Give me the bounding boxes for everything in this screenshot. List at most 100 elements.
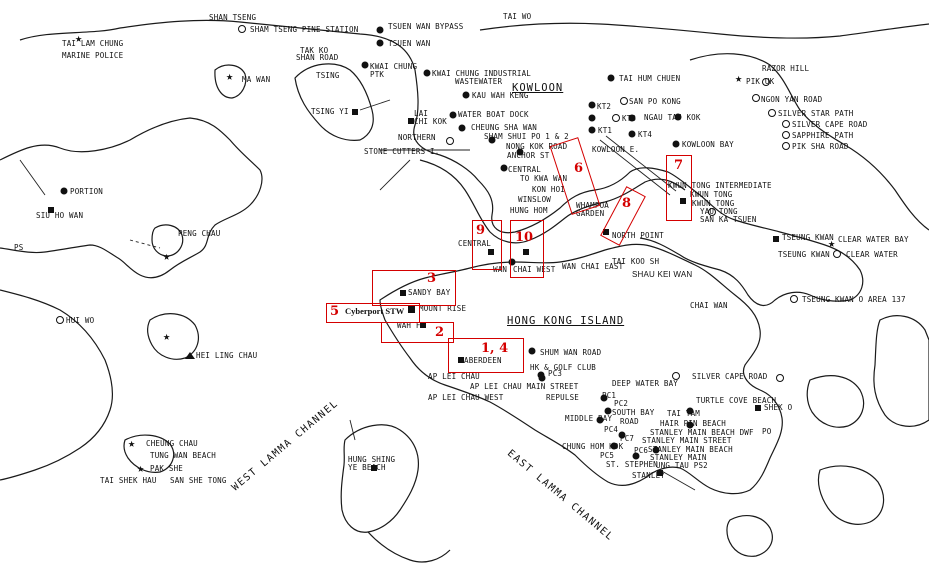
star-icon: ★: [75, 31, 82, 45]
label-kwai-chung-industrial: KWAI CHUNG INDUSTRIAL: [432, 69, 532, 78]
star-icon: ★: [163, 249, 170, 263]
label-pc4: PC4: [604, 425, 619, 434]
site-number-8: 8: [622, 196, 632, 211]
site-box-9: [472, 220, 502, 270]
svg-text:★: ★: [75, 31, 82, 45]
lamma-coastline: [340, 424, 420, 533]
label-shum-wan-road: SHUM WAN ROAD: [540, 348, 602, 357]
label-clear-water-bay: CLEAR WATER BAY: [838, 235, 909, 244]
label-pc1: PC1: [602, 391, 617, 400]
label-san-she-tong: SAN SHE TONG: [170, 476, 227, 485]
site-box-7: [666, 155, 692, 221]
star-icon: ★: [137, 461, 144, 475]
label-northern: NORTHERN: [398, 133, 436, 142]
label-chai-wan: CHAI WAN: [690, 301, 728, 310]
label-ma-tau-ps2: UNG TAU PS2: [656, 461, 708, 470]
label-pik-sha-road: PIK SHA ROAD: [792, 142, 849, 151]
label-kwun-tong2: KWUN TONG: [692, 199, 735, 208]
star-icon: ★: [163, 329, 170, 343]
label-deep-water-bay: DEEP WATER BAY: [612, 379, 679, 388]
label-ngon-yan-road: NGON YAN ROAD: [761, 95, 823, 104]
label-hung-hom: HUNG HOM: [510, 206, 548, 215]
star-icon: ★: [226, 69, 233, 83]
svg-text:★: ★: [226, 69, 233, 83]
svg-text:★: ★: [163, 329, 170, 343]
outfall-arrow-stonecutters: [379, 159, 411, 191]
label-siu-ho-wan: SIU HO WAN: [36, 211, 84, 220]
treatment-works-icon: [458, 357, 464, 363]
label-kt1: KT1: [598, 126, 613, 135]
label-central-hk: CENTRAL: [458, 239, 492, 248]
label-tai-hum-chuen: TAI HUM CHUEN: [619, 74, 681, 83]
svg-text:★: ★: [128, 436, 135, 450]
site-box-1-4: [448, 338, 524, 373]
label-tai-wo: TAI WO: [503, 12, 532, 21]
label-tai-koo-sh: TAI KOO SH: [612, 257, 660, 266]
star-icon: ★: [735, 71, 742, 85]
treatment-works-icon: [371, 465, 377, 471]
label-stanley-main-beach: STANLEY MAIN BEACH DWF: [650, 428, 754, 437]
label-to-kwa-wan: TO KWA WAN: [520, 174, 568, 183]
outfall-arrow-stanley: [659, 469, 696, 491]
peng-chau-coastline: [151, 224, 184, 257]
lamma-south-coastline: [367, 531, 451, 563]
label-cheung-sha-wan: CHEUNG SHA WAN: [471, 123, 538, 132]
label-anchor-st: ANCHOR ST: [507, 151, 550, 160]
south-east-islands-coastline: [817, 465, 885, 525]
label-turtle-cove-beach: TURTLE COVE BEACH: [696, 396, 777, 405]
label-pc7: PC7: [620, 434, 635, 443]
label-kwun-tong-intermediate: KWUN TONG INTERMEDIATE: [668, 181, 772, 190]
label-tai-ko: TAK KO: [300, 46, 329, 55]
label-tai-shek-hau: TAI SHEK HAU: [100, 476, 157, 485]
label-winslow: WINSLOW: [518, 195, 552, 204]
label-marine-police: MARINE POLICE: [62, 51, 124, 60]
pumping-station-icon: [60, 26, 694, 460]
label-south-bay: SOUTH BAY: [612, 408, 655, 417]
star-icon: ★: [128, 436, 135, 450]
label-whampoa-garden: WHAMPOA GARDEN: [576, 201, 610, 218]
label-south-bay-road: ROAD: [620, 417, 639, 426]
label-ngau-tau-kok: NGAU TAU KOK: [644, 113, 701, 122]
label-shek-o: SHEK O: [764, 403, 793, 412]
east-islands-coastline: [806, 375, 865, 428]
label-tsing: TSING: [316, 71, 340, 80]
hei-ling-chau-coastline: [146, 313, 199, 360]
label-pc5: PC5: [600, 451, 615, 460]
label-central-k: CENTRAL: [508, 165, 542, 174]
label-tung-wan-beach: TUNG WAN BEACH: [150, 451, 217, 460]
label-ap-lei-chau: AP LEI CHAU: [428, 372, 480, 381]
label-tseung-kwan: TSEUNG KWAN: [782, 233, 834, 242]
label-kon-hoi: KON HOI: [532, 185, 566, 194]
label-po: PO: [762, 427, 772, 436]
site-box-3: [372, 270, 456, 306]
tsing-yi-coastline: [294, 63, 374, 141]
label-middle-bay: MIDDLE BAY: [565, 414, 613, 423]
label-kwai-chung-ptk: KWAI CHUNG PTK: [370, 62, 418, 79]
label-sapphire-path: SAPPHIRE PATH: [792, 131, 854, 140]
site-box-10: [510, 220, 544, 278]
label-tai-tam: TAI TAM: [667, 409, 701, 418]
label-hong-kong-island: HONG KONG ISLAND: [507, 315, 625, 327]
svg-text:★: ★: [828, 236, 835, 250]
label-stanley-main: STANLEY MAIN: [650, 453, 707, 462]
label-kwun-tong: KWUN TONG: [690, 190, 733, 199]
site-box-5: [326, 303, 420, 323]
label-pak-she: PAK SHE: [150, 464, 184, 473]
label-stanley-main-beach2: STANLEY MAIN BEACH: [648, 445, 733, 454]
label-sandy-bay: SANDY BAY: [408, 288, 451, 297]
site-number-7: 7: [674, 158, 684, 173]
hk-island-coastline: [379, 243, 783, 495]
treatment-works-icon: [408, 118, 414, 124]
label-portion: PORTION: [70, 187, 104, 196]
label-hung-shing-ye-beach: HUNG SHING YE BEACH: [348, 455, 396, 472]
treatment-works-icon: [755, 405, 761, 411]
label-kt3: KT3: [622, 114, 637, 123]
label-st-stephen: ST. STEPHEN: [606, 460, 658, 469]
label-repulse: REPULSE: [546, 393, 580, 402]
treatment-works-icon: [603, 229, 609, 235]
treatment-works-icon: [680, 198, 686, 204]
label-kau-wah-keng: KAU WAH KENG: [472, 91, 529, 100]
site-number-6: 6: [574, 161, 584, 176]
label-hk-golf-club: HK & GOLF CLUB: [530, 363, 597, 372]
